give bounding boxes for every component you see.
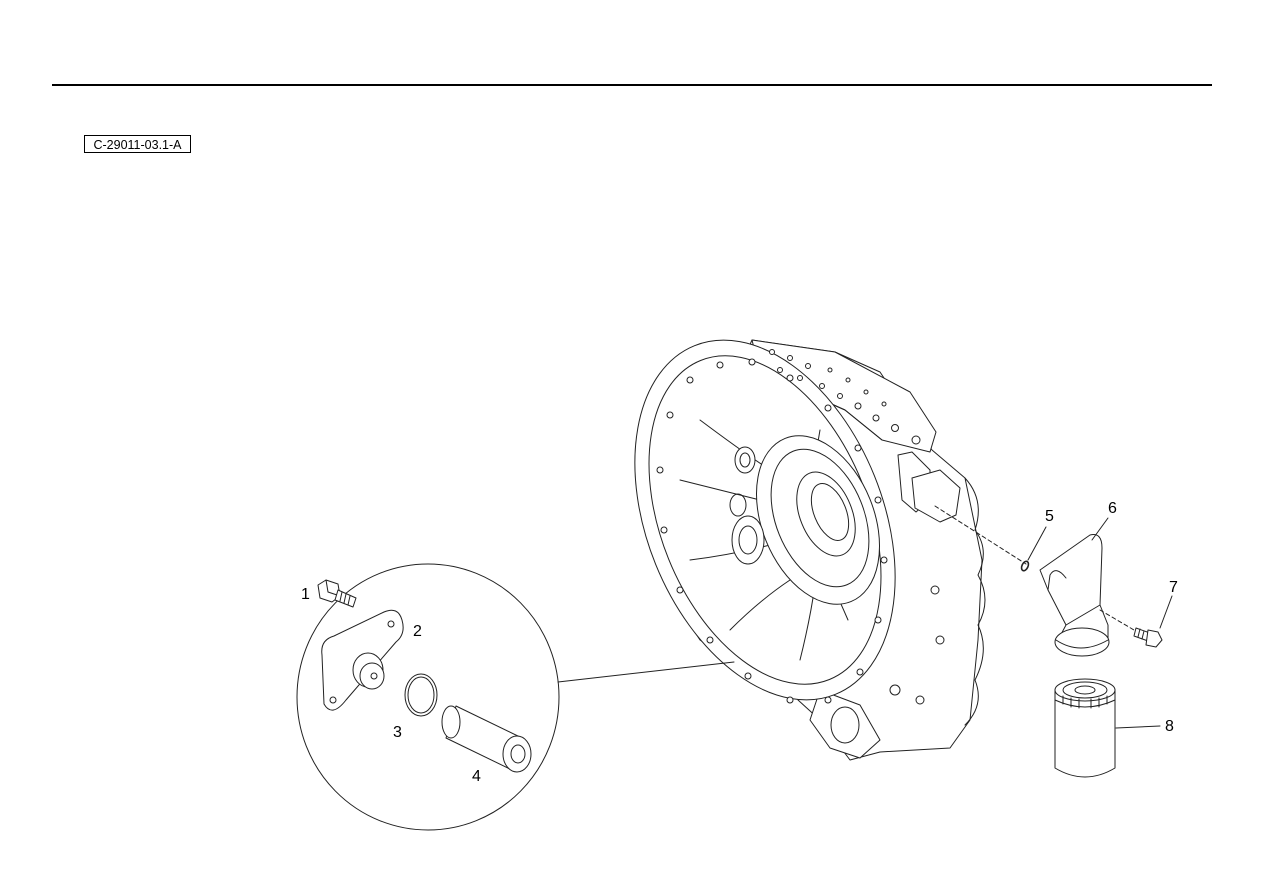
leader-7 xyxy=(1159,595,1173,629)
bolt-axis-line xyxy=(1099,609,1135,631)
detail-view-circle xyxy=(296,563,735,831)
part-5-o-ring xyxy=(1020,560,1030,572)
assembly-axis-line xyxy=(934,505,1027,565)
part-2-cover-plate xyxy=(321,609,404,711)
leader-6 xyxy=(1091,517,1109,541)
figure-reference-code: C-29011-03.1-A xyxy=(84,135,191,153)
leader-5 xyxy=(1027,526,1047,561)
part-8-filter-cartridge xyxy=(1054,678,1116,778)
part-1-bolt xyxy=(317,579,357,608)
callout-8: 8 xyxy=(1165,718,1174,735)
part-3-o-ring xyxy=(404,673,438,717)
callout-6: 6 xyxy=(1108,500,1117,517)
callout-3: 3 xyxy=(393,724,402,741)
callout-2: 2 xyxy=(413,623,422,640)
part-4-strainer xyxy=(441,705,532,773)
callout-1: 1 xyxy=(301,586,310,603)
part-6-filter-head xyxy=(1039,534,1110,657)
leader-8 xyxy=(1115,725,1161,729)
callout-7: 7 xyxy=(1169,579,1178,596)
callout-5: 5 xyxy=(1045,508,1054,525)
callout-4: 4 xyxy=(472,768,481,785)
detail-leader-line xyxy=(557,661,735,683)
transmission-housing xyxy=(634,339,986,761)
part-7-bolt xyxy=(1133,627,1163,648)
header-rule xyxy=(52,84,1212,86)
